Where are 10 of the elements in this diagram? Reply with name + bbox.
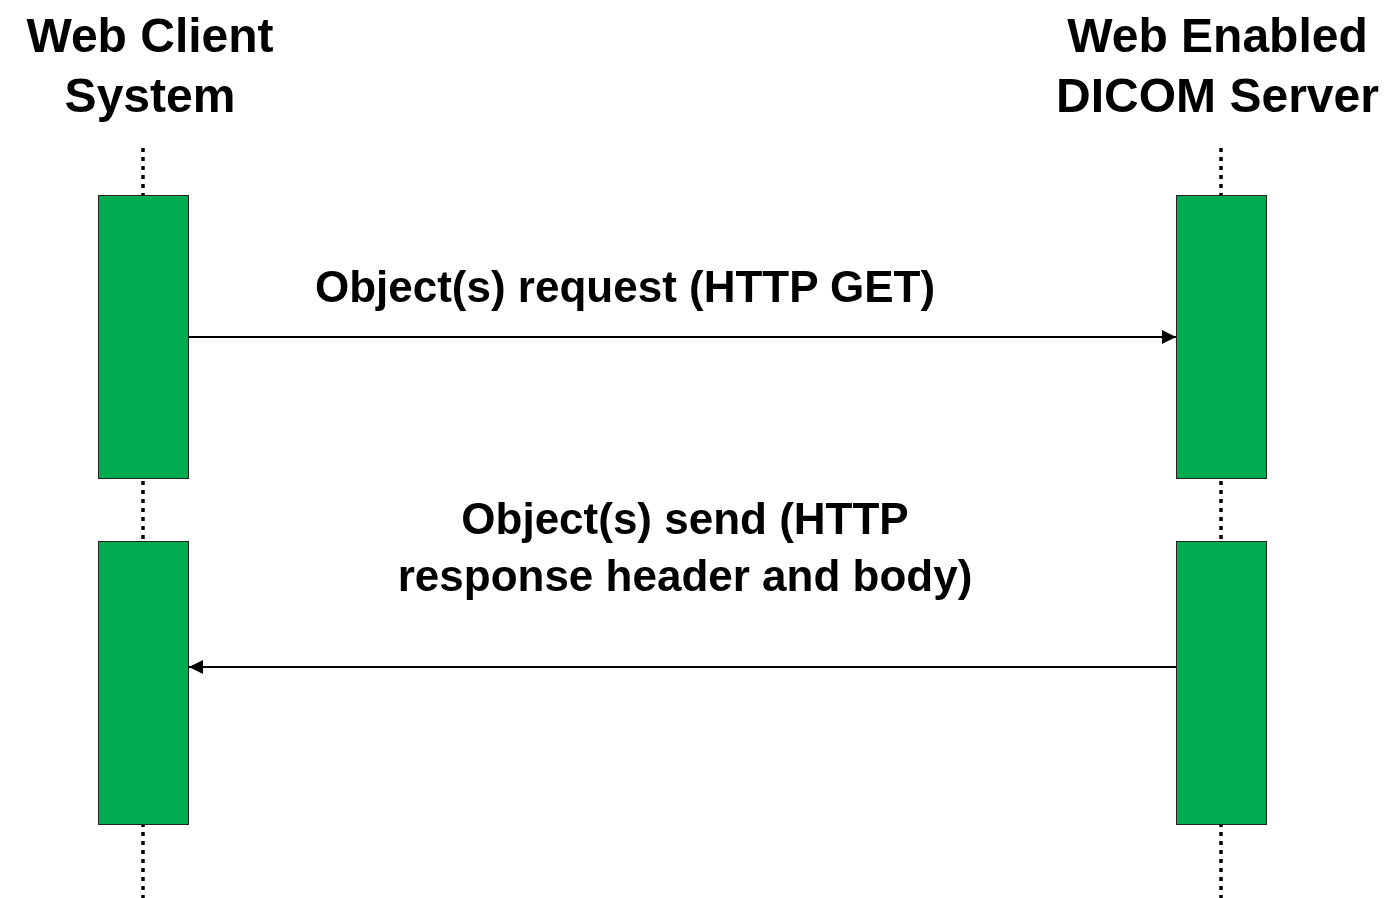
activation-bar bbox=[1176, 195, 1267, 479]
activation-bar bbox=[1176, 541, 1267, 825]
lifeline-title: Web Enabled DICOM Server bbox=[1030, 6, 1400, 126]
message-arrow bbox=[188, 660, 1177, 674]
lifeline-title: Web Client System bbox=[0, 6, 300, 126]
activation-bar bbox=[98, 195, 189, 479]
message-label: Object(s) request (HTTP GET) bbox=[313, 261, 937, 313]
activation-bar bbox=[98, 541, 189, 825]
message-arrow bbox=[188, 330, 1177, 344]
message-label: Object(s) send (HTTP response header and body) bbox=[396, 493, 974, 602]
